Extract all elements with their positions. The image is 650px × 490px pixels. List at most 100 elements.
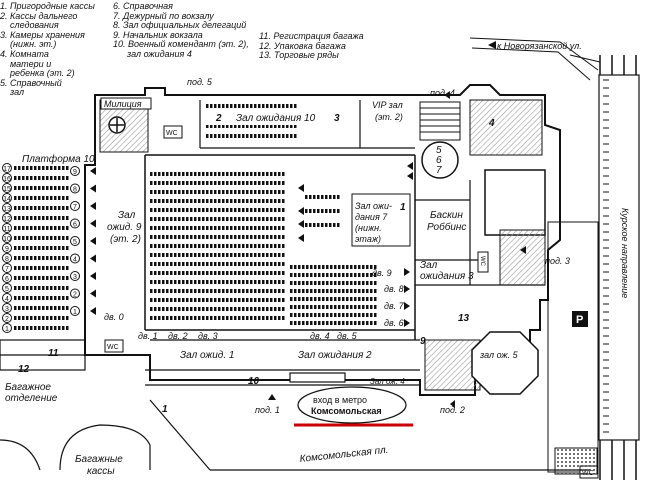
track-ties <box>603 79 609 433</box>
platform-number-badge <box>2 293 12 303</box>
seat-row <box>290 321 377 325</box>
legend-item: 9. Начальник вокзала <box>113 29 203 40</box>
door-label: дв. 4 <box>310 331 330 341</box>
arrow-icon <box>444 91 450 99</box>
baskin-label: Баскин <box>430 210 463 221</box>
seat-row <box>150 181 285 185</box>
seat-row <box>150 199 285 203</box>
platform-number: 1 <box>5 326 9 333</box>
platform-number-badge <box>2 183 12 193</box>
track-row <box>14 266 69 270</box>
platform-number: 5 <box>73 239 77 246</box>
info-desk <box>421 141 459 179</box>
platform-number-badge <box>2 273 12 283</box>
metro-label-line1: вход в метро <box>313 395 367 405</box>
platform-number-badge <box>70 271 80 281</box>
legend-col-3: 11. Регистрация багажа 12. Упаковка бага… <box>259 31 364 61</box>
wc-label: WC <box>479 256 485 267</box>
seat-row <box>150 244 285 248</box>
hall-4-label: Зал ож. 4 <box>370 377 405 386</box>
hall-2-label: Зал ожидания 2 <box>298 350 372 361</box>
arrow-icon <box>90 272 96 280</box>
arrow-icon <box>450 400 455 408</box>
legend-col-2: 6. Справочная 7. Дежурный по вокзалу 8. … <box>113 1 249 60</box>
hall-7-label: (нижн. <box>355 223 382 233</box>
wc-icon <box>163 125 183 139</box>
arrow-icon <box>520 246 526 254</box>
hall-3-label: ожидания 3 <box>420 271 474 282</box>
seat-row <box>150 262 285 266</box>
platform-number: 11 <box>3 226 10 233</box>
seat-row <box>150 226 285 230</box>
arrow-icon <box>404 285 410 293</box>
police-label-box <box>100 97 152 110</box>
arrow-icon <box>407 162 413 170</box>
hall-5-label: зал ож. 5 <box>479 350 519 360</box>
label-4: 4 <box>488 118 495 129</box>
platform-number: 5 <box>5 286 9 293</box>
platform-number: 3 <box>73 274 77 281</box>
hatched-area <box>469 99 543 156</box>
track-row <box>14 236 69 240</box>
platform-number: 6 <box>73 222 77 229</box>
seat-row <box>290 297 377 301</box>
track-row <box>14 176 69 180</box>
track-row <box>14 166 69 170</box>
seat-row <box>150 307 285 311</box>
platform-number: 14 <box>3 196 11 203</box>
station-outline <box>84 84 561 396</box>
seat-row <box>290 265 377 269</box>
seat-row <box>150 208 285 212</box>
legend-item: зал <box>10 87 25 98</box>
label-12: 12 <box>18 364 30 375</box>
track-row <box>14 256 69 260</box>
platform-10-label: Платформа 10 <box>22 153 95 165</box>
platform-number-badge <box>70 306 80 316</box>
label-13: 13 <box>458 313 470 324</box>
platform-number: 2 <box>5 316 9 323</box>
platform-number-badge <box>2 303 12 313</box>
legend-item: 11. Регистрация багажа <box>259 31 364 41</box>
arrow-icon <box>90 184 96 193</box>
pod4-label: под. 4 <box>430 88 455 98</box>
baggage-kassy-label: Багажные <box>75 454 123 465</box>
platform-tracks <box>14 166 69 330</box>
seat-row <box>150 217 285 221</box>
label-1: 1 <box>400 202 406 213</box>
hall-9-label: Зал <box>118 210 136 221</box>
vip-label: VIP зал <box>372 100 403 110</box>
platform-number: 7 <box>5 266 9 273</box>
door-label: дв. 3 <box>198 331 218 341</box>
platform-number: 16 <box>3 176 11 183</box>
hall-10-label: Зал ожидания 10 <box>236 113 316 124</box>
seat-row <box>206 104 297 108</box>
arrow-icon <box>90 289 96 298</box>
arrow-icon <box>90 219 96 228</box>
wc-icon <box>104 339 124 353</box>
komsomol-square-label: Комсомольская пл. <box>299 445 389 465</box>
legend-item: 12. Упаковка багажа <box>259 40 346 51</box>
platform-number-badge <box>70 236 80 246</box>
seat-row <box>290 281 377 285</box>
seat-row <box>150 172 285 176</box>
label-6: 6 <box>436 155 442 166</box>
track-row <box>14 186 69 190</box>
legend-col-1: 1. Пригородные кассы 2. Кассы дальнего с… <box>0 1 100 98</box>
seat-row <box>206 134 297 138</box>
label-5: 5 <box>436 145 442 156</box>
platform-number-badge <box>2 213 12 223</box>
road <box>469 37 601 81</box>
platform-number: 7 <box>73 204 77 211</box>
dotted-area <box>554 447 598 475</box>
label-1: 1 <box>162 404 168 415</box>
baggage-label: Багажное <box>5 382 51 393</box>
seat-row <box>150 298 285 302</box>
label-3: 3 <box>334 113 340 124</box>
track-row <box>14 326 69 330</box>
platform-number: 9 <box>5 246 9 253</box>
track-row <box>14 226 69 230</box>
platform-number-badge <box>70 183 80 194</box>
seat-row <box>305 195 340 199</box>
platform-number-badge <box>2 163 12 173</box>
